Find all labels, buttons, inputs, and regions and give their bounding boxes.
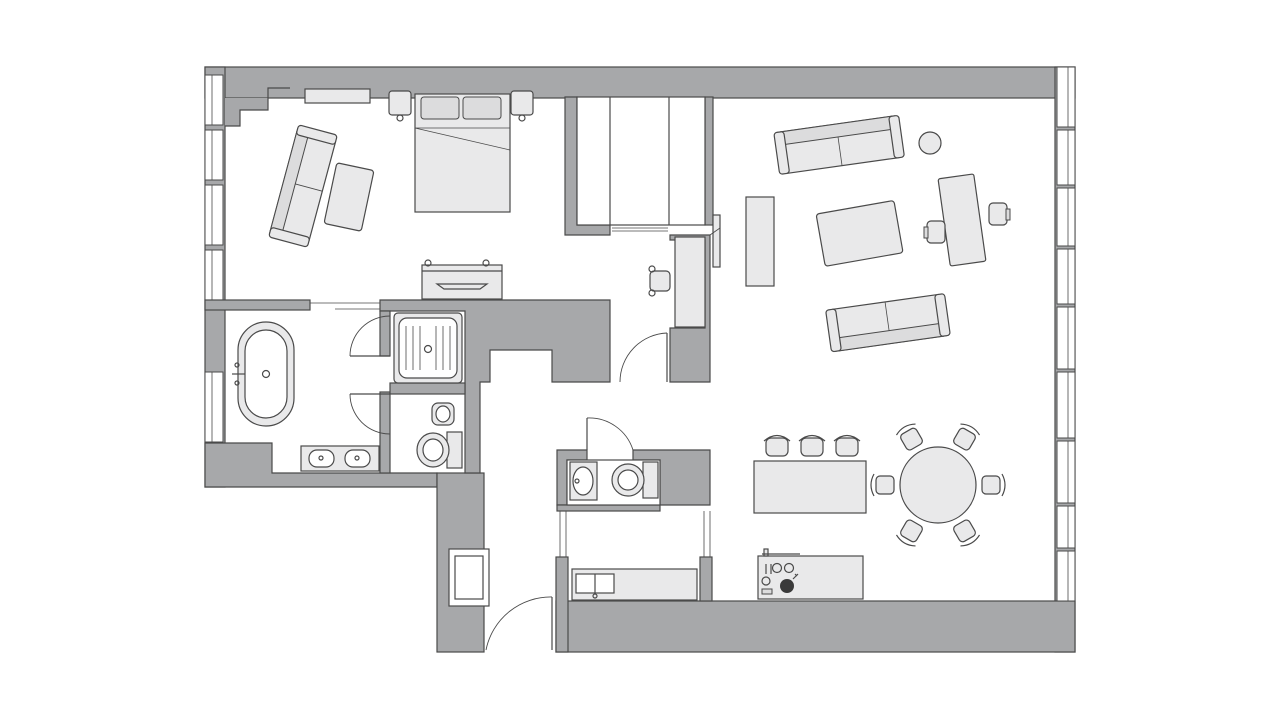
sideboard: [745, 196, 775, 287]
dining-area: [753, 423, 1006, 547]
sink-icon: [569, 461, 598, 501]
bar-stool: [798, 434, 826, 457]
cooktop-icon: [757, 548, 864, 600]
toilet-icon: [416, 431, 463, 469]
bench: [304, 88, 371, 104]
left-windows: [204, 74, 224, 443]
nightstand-right: [510, 90, 534, 116]
ottoman: [323, 162, 375, 232]
living-sofa-top: [773, 115, 905, 175]
kitchen: [571, 548, 864, 601]
coffee-table: [815, 200, 904, 267]
nightstand-left: [388, 90, 412, 116]
doors: [310, 302, 711, 651]
double-sink: [300, 445, 380, 472]
dresser: [421, 259, 503, 300]
bar-stool: [833, 434, 861, 457]
round-dining-table-icon: [870, 423, 1006, 547]
bathroom: [232, 312, 463, 472]
double-bed-icon: [414, 93, 511, 213]
guest-wc: [566, 459, 661, 506]
side-table: [918, 131, 942, 155]
shower-tray-icon: [393, 312, 463, 384]
study-desk: [648, 236, 706, 328]
kitchen-counter-icon: [571, 568, 698, 601]
desk-chair: [648, 265, 671, 297]
interior-walls: [204, 96, 714, 653]
wardrobe: [576, 96, 706, 232]
wc-toilet: [611, 461, 659, 499]
bedroom: [268, 88, 534, 300]
work-chair-left: [923, 220, 946, 244]
work-chair-right: [988, 202, 1011, 226]
bar-stool: [763, 434, 791, 457]
sofa-icon: [268, 124, 338, 248]
right-windows: [1056, 66, 1076, 602]
living-sofa-bottom: [825, 293, 951, 353]
tv: [712, 214, 721, 268]
bidet: [431, 402, 455, 426]
living-room: [709, 115, 1011, 353]
bathtub-icon: [232, 321, 295, 427]
work-table: [937, 173, 987, 267]
kitchen-island: [753, 460, 867, 514]
